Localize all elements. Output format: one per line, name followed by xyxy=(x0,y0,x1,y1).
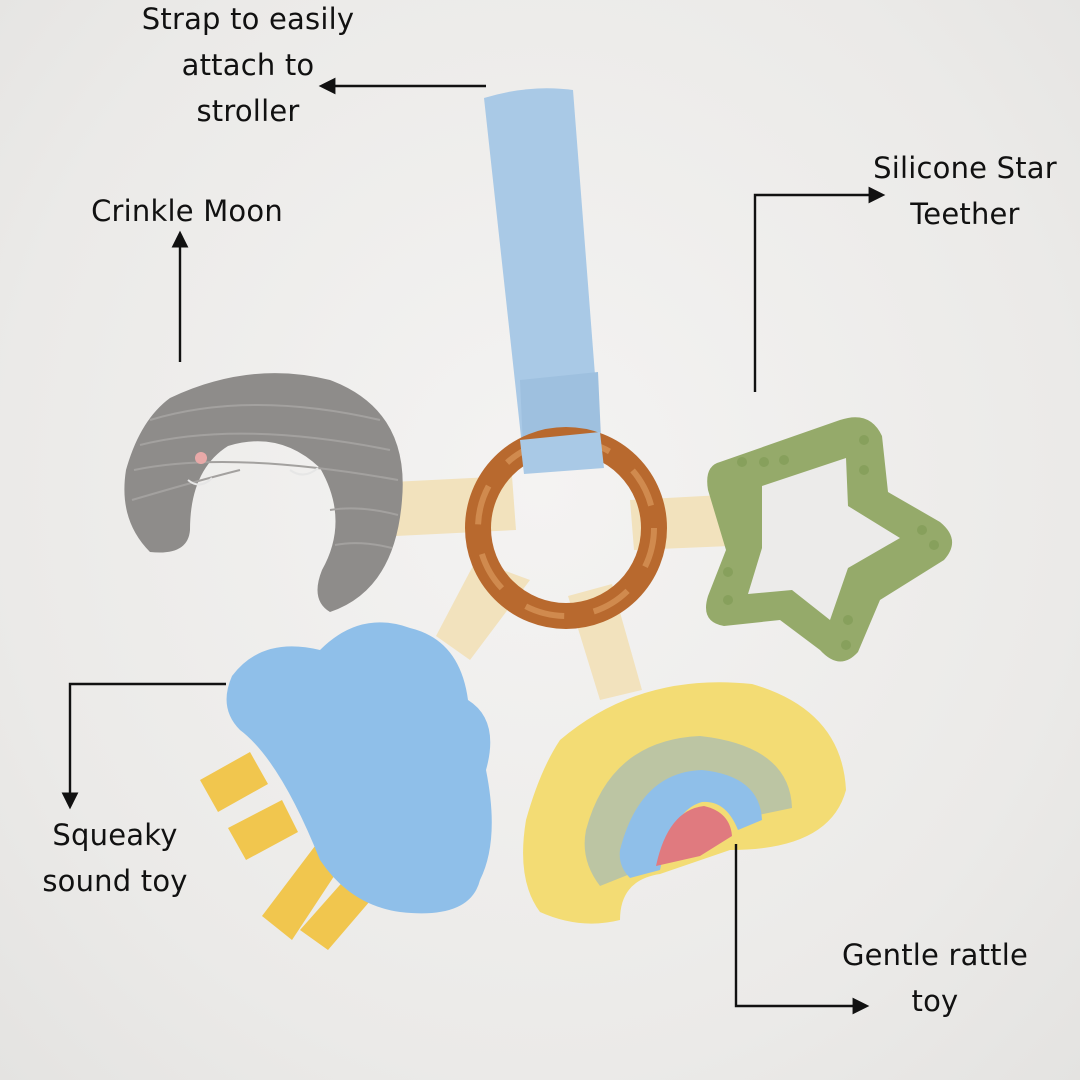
strap xyxy=(484,88,602,468)
label-star-teether: Silicone Star Teether xyxy=(873,151,1057,231)
arrow-rainbow xyxy=(734,844,870,1015)
wooden-ring xyxy=(465,427,667,629)
gentle-rattle-rainbow xyxy=(523,682,846,924)
callout-arrows xyxy=(61,77,886,1015)
crinkle-moon xyxy=(124,373,403,612)
label-strap: Strap to easily attach to stroller xyxy=(141,2,355,128)
silicone-star-teether xyxy=(706,417,953,662)
arrow-cloud xyxy=(61,682,226,810)
label-squeaky-toy: Squeaky sound toy xyxy=(42,818,188,898)
label-crinkle-moon: Crinkle Moon xyxy=(91,194,283,228)
arrow-star xyxy=(753,186,886,392)
squeaky-cloud xyxy=(200,622,492,950)
label-rattle-toy: Gentle rattle toy xyxy=(841,938,1029,1018)
